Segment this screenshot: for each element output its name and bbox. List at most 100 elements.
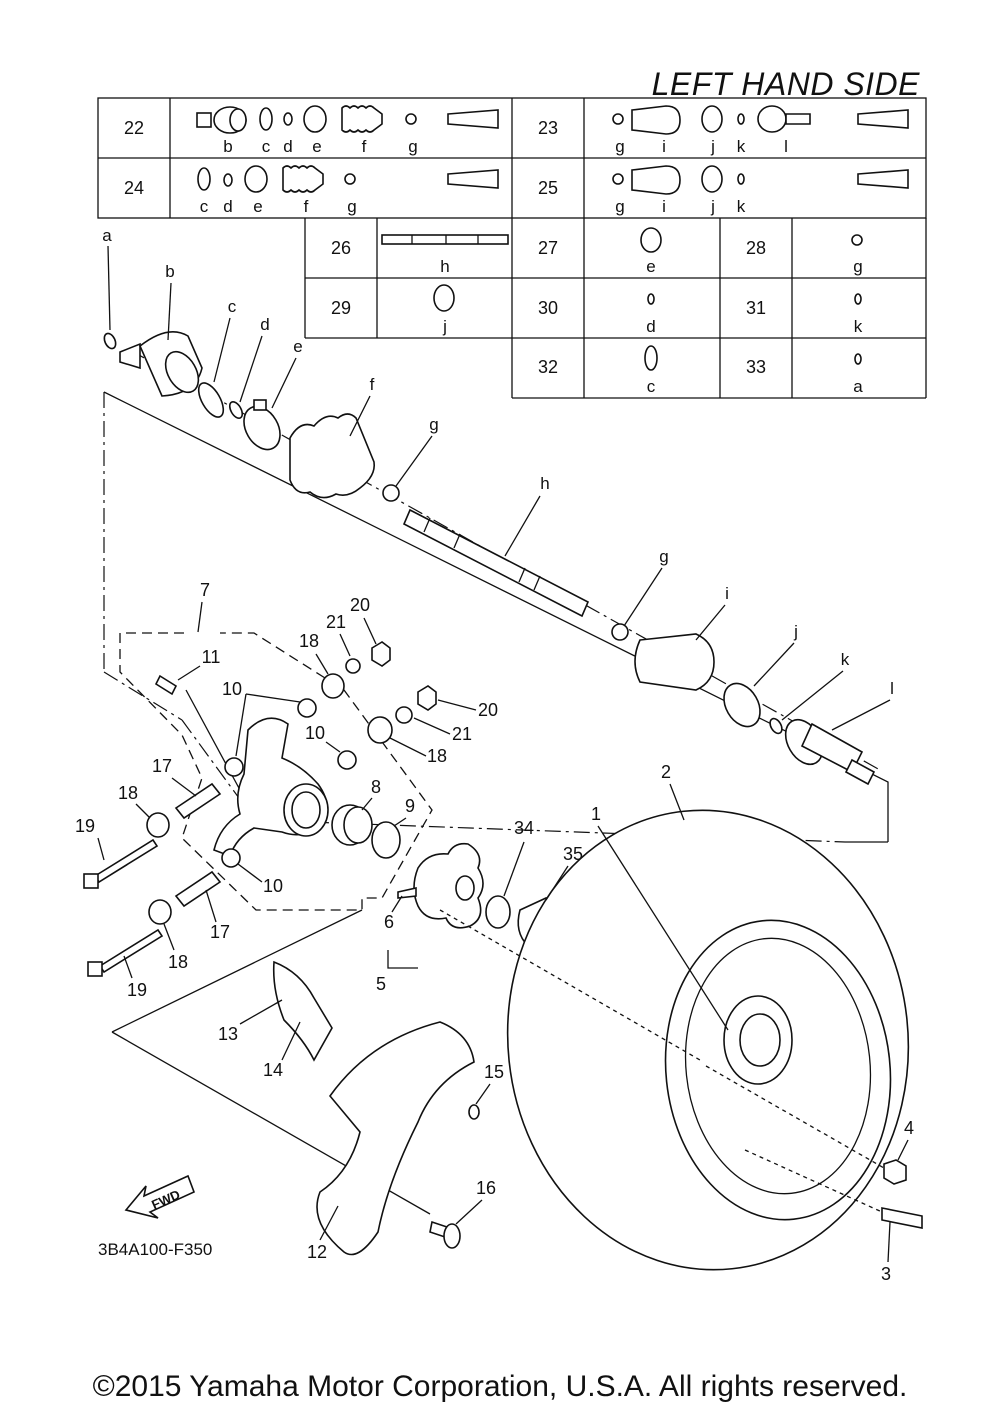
kit-32-circlip-icon (644, 345, 658, 371)
callout-18-right: 18 (427, 746, 447, 766)
kit-25-letter-g: g (615, 197, 624, 216)
kit-30-letter-d: d (646, 317, 655, 336)
kit-25-parts-icon (612, 165, 909, 195)
kit-22-letter-f: f (362, 137, 367, 156)
label-f: f (370, 375, 375, 394)
callout-6: 6 (384, 912, 394, 932)
callout-19-bottom: 19 (127, 980, 147, 1000)
callout-13: 13 (218, 1024, 238, 1044)
callout-18-top: 18 (299, 631, 319, 651)
callout-21-right: 21 (452, 724, 472, 744)
kit-28-number: 28 (746, 238, 766, 258)
callout-10-mid: 10 (305, 723, 325, 743)
kit-22-letter-d: d (283, 137, 292, 156)
kit-24-letter-c: c (200, 197, 209, 216)
kit-25-letter-k: k (737, 197, 746, 216)
label-g: g (429, 415, 438, 434)
callout-34: 34 (514, 818, 534, 838)
kit-24-letter-d: d (223, 197, 232, 216)
callout-3: 3 (881, 1264, 891, 1284)
kit-28-band-icon (851, 234, 863, 246)
kit-22-letter-g: g (408, 137, 417, 156)
shaft-letter-labels: a b c d e f g h g i j k l (102, 226, 894, 731)
label-k: k (841, 650, 850, 669)
label-i: i (725, 584, 729, 603)
kit-22-parts-icon (196, 105, 499, 134)
kit-24-letter-e: e (253, 197, 262, 216)
kit-27-letter-e: e (646, 257, 655, 276)
kit-26-number: 26 (331, 238, 351, 258)
callout-8: 8 (371, 777, 381, 797)
kit-24-number: 24 (124, 178, 144, 198)
kit-22-letter-c: c (262, 137, 271, 156)
callout-35: 35 (563, 844, 583, 864)
kit-23-letter-k: k (737, 137, 746, 156)
kit-29-number: 29 (331, 298, 351, 318)
kit-22-number: 22 (124, 118, 144, 138)
kit-30-ring-icon (647, 293, 655, 305)
callout-numbers: 1 2 3 4 5 6 7 8 9 10 10 10 11 12 13 14 1… (75, 580, 914, 1284)
kit-29-clamp-icon (433, 284, 455, 312)
kit-26-shaft-icon (381, 234, 509, 245)
callout-9: 9 (405, 796, 415, 816)
kit-33-ring-icon (854, 353, 862, 365)
callout-18-left: 18 (118, 783, 138, 803)
callout-20-top: 20 (350, 595, 370, 615)
drive-shaft-assembly (103, 330, 889, 843)
kit-33-letter-a: a (853, 377, 863, 396)
label-d: d (260, 315, 269, 334)
kit-24-letter-f: f (304, 197, 309, 216)
label-b: b (165, 262, 174, 281)
kit-24-letter-g: g (347, 197, 356, 216)
kit-26-letter-h: h (440, 257, 449, 276)
forward-arrow-icon: FWD (124, 1174, 196, 1219)
callout-10-bottom: 10 (263, 876, 283, 896)
kit-31-number: 31 (746, 298, 766, 318)
kit-30-number: 30 (538, 298, 558, 318)
callout-10-top: 10 (222, 679, 242, 699)
callout-2: 2 (661, 762, 671, 782)
callout-7: 7 (200, 580, 210, 600)
callout-16: 16 (476, 1178, 496, 1198)
callout-11: 11 (202, 647, 221, 667)
kit-29-letter-j: j (442, 317, 447, 336)
callout-15: 15 (484, 1062, 504, 1082)
label-g2: g (659, 547, 668, 566)
hub-and-wheel (111, 809, 923, 1271)
kit-25-letter-j: j (710, 197, 715, 216)
kit-33-number: 33 (746, 357, 766, 377)
kit-23-parts-icon (612, 105, 909, 135)
callout-19-top: 19 (75, 816, 95, 836)
kit-31-letter-k: k (854, 317, 863, 336)
kit-22-letter-b: b (223, 137, 232, 156)
kit-28-letter-g: g (853, 257, 862, 276)
label-h: h (540, 474, 549, 493)
callout-5: 5 (376, 974, 386, 994)
kit-23-number: 23 (538, 118, 558, 138)
kit-27-clamp-icon (640, 227, 662, 253)
kit-23-letter-j: j (710, 137, 715, 156)
drawing-code: 3B4A100-F350 (98, 1240, 213, 1259)
callout-20-right: 20 (478, 700, 498, 720)
kit-23-letter-g: g (615, 137, 624, 156)
callout-21-top: 21 (326, 612, 346, 632)
page-title: LEFT HAND SIDE (651, 66, 920, 102)
kit-25-letter-i: i (662, 197, 666, 216)
callout-18-bottom: 18 (168, 952, 188, 972)
callout-12: 12 (307, 1242, 327, 1262)
callout-4: 4 (904, 1118, 914, 1138)
label-a: a (102, 226, 112, 245)
label-j: j (793, 622, 798, 641)
kit-27-number: 27 (538, 238, 558, 258)
copyright-notice: ©2015 Yamaha Motor Corporation, U.S.A. A… (92, 1370, 908, 1403)
callout-17-bottom: 17 (210, 922, 230, 942)
kit-24-parts-icon (197, 165, 499, 193)
label-e: e (293, 337, 302, 356)
callout-14: 14 (263, 1060, 283, 1080)
kit-32-letter-c: c (647, 377, 656, 396)
kit-32-number: 32 (538, 357, 558, 377)
label-l: l (890, 679, 894, 698)
kit-31-ring-icon (854, 293, 862, 305)
callout-1: 1 (591, 804, 601, 824)
